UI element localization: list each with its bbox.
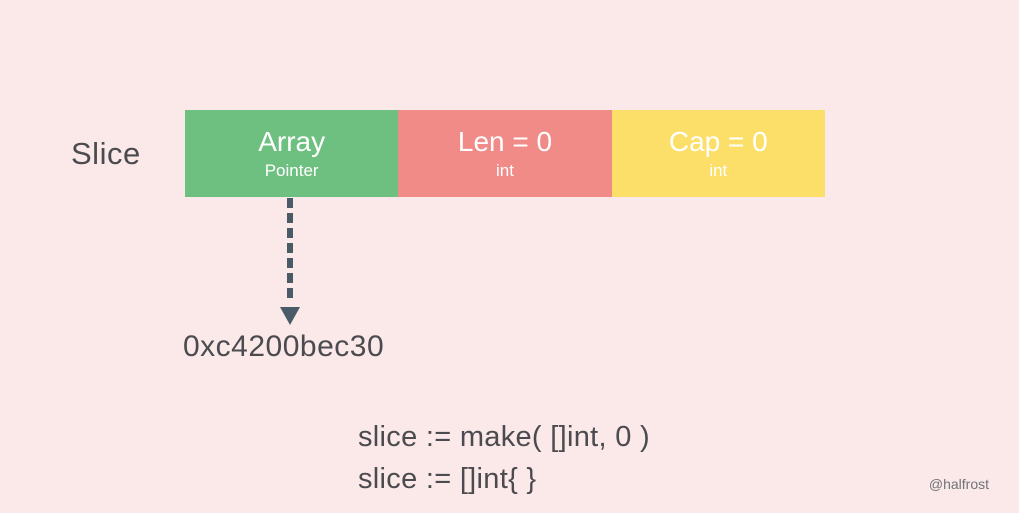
arrow-head-icon bbox=[280, 307, 300, 325]
bottom-edge bbox=[0, 513, 1019, 516]
len-block-subtitle: int bbox=[496, 161, 514, 180]
slice-label: Slice bbox=[71, 136, 141, 171]
code-snippet: slice := make( []int, 0 ) slice := []int… bbox=[358, 416, 650, 500]
array-block-subtitle: Pointer bbox=[264, 161, 319, 180]
slice-struct-bar: Array Pointer Len = 0 int Cap = 0 int bbox=[185, 110, 825, 197]
cap-block-title: Cap = 0 bbox=[668, 126, 768, 157]
cap-block: Cap = 0 int bbox=[611, 110, 825, 197]
len-block: Len = 0 int bbox=[398, 110, 612, 197]
cap-block-subtitle: int bbox=[709, 161, 728, 180]
len-block-title: Len = 0 bbox=[457, 126, 553, 157]
array-block-title: Array bbox=[258, 126, 326, 157]
watermark: @halfrost bbox=[928, 476, 989, 492]
pointer-address: 0xc4200bec30 bbox=[183, 330, 385, 363]
code-line-1: slice := make( []int, 0 ) bbox=[358, 421, 650, 453]
arrow-dashed-line bbox=[287, 198, 293, 303]
code-line-2: slice := []int{ } bbox=[358, 463, 537, 495]
array-block: Array Pointer bbox=[185, 110, 399, 197]
